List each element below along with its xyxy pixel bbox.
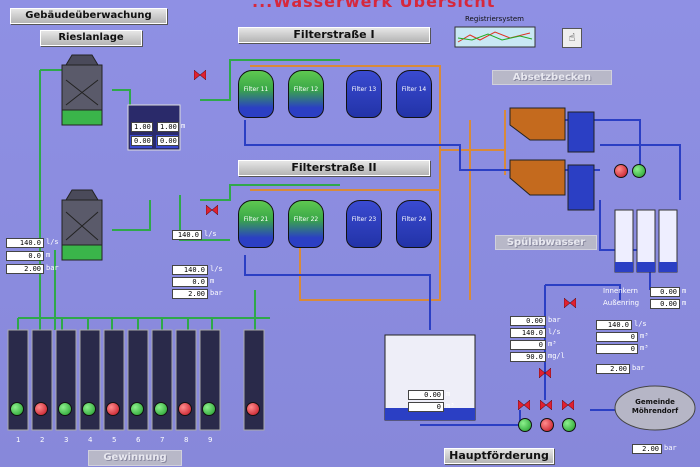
well-number: 6 — [136, 436, 141, 444]
aeration-button[interactable]: Rieslanlage — [40, 30, 142, 46]
registry-label: Registriersystem — [465, 15, 524, 23]
pump-status-lamp[interactable] — [614, 164, 628, 178]
aeration-value-3: 0.00 — [131, 135, 153, 146]
valve-icon[interactable] — [561, 395, 575, 411]
well-number: 7 — [160, 436, 165, 444]
well-number: 4 — [88, 436, 93, 444]
valve-icon[interactable] — [205, 200, 219, 216]
filter-label: Filter 24 — [401, 216, 427, 223]
filter-tank-2[interactable]: Filter 12 — [288, 70, 324, 118]
filter-label: Filter 23 — [351, 216, 377, 223]
aeration-tower-1 — [61, 54, 103, 126]
aeration-tower-2 — [61, 189, 103, 261]
pump-status-lamp[interactable] — [130, 402, 144, 416]
filter-tank-8[interactable]: Filter 24 — [396, 200, 432, 248]
pump-status-lamp[interactable] — [632, 164, 646, 178]
filter-line-2-button[interactable]: Filterstraße II — [238, 160, 430, 176]
valve-icon[interactable] — [517, 395, 531, 411]
filter-tank-5[interactable]: Filter 21 — [238, 200, 274, 248]
flush-water-button[interactable]: Spülabwasser — [495, 235, 597, 250]
pump-status-lamp[interactable] — [58, 402, 72, 416]
valve-icon[interactable] — [193, 65, 207, 81]
well-number: 5 — [112, 436, 117, 444]
well-number: 1 — [16, 436, 21, 444]
pump-status-lamp[interactable] — [10, 402, 24, 416]
aeration-value-1: 1.00 — [131, 121, 153, 132]
aeration-value-4: 0.00 — [157, 135, 179, 146]
well-number: 8 — [184, 436, 189, 444]
pump-status-lamp[interactable] — [540, 418, 554, 432]
settling-basin-2 — [509, 159, 595, 211]
filter-tank-3[interactable]: Filter 13 — [346, 70, 382, 118]
filter-tank-6[interactable]: Filter 22 — [288, 200, 324, 248]
filter-tank-7[interactable]: Filter 23 — [346, 200, 382, 248]
filter-label: Filter 21 — [243, 216, 269, 223]
extraction-button[interactable]: Gewinnung — [88, 450, 182, 466]
main-pump-button[interactable]: Hauptförderung — [444, 448, 554, 464]
pump-status-lamp[interactable] — [106, 402, 120, 416]
pump-status-lamp[interactable] — [34, 402, 48, 416]
overview-title: ...Wasserwerk Übersicht — [252, 0, 496, 11]
inner-ring-label: Innenkern — [603, 287, 638, 295]
valve-icon[interactable] — [563, 293, 577, 309]
settling-basin-button[interactable]: Absetzbecken — [492, 70, 612, 85]
filter-label: Filter 13 — [351, 86, 377, 93]
pump-status-lamp[interactable] — [82, 402, 96, 416]
filter-tank-1[interactable]: Filter 11 — [238, 70, 274, 118]
filter-tank-4[interactable]: Filter 14 — [396, 70, 432, 118]
registry-system-button[interactable] — [450, 25, 542, 49]
well-number: 3 — [64, 436, 69, 444]
well-number: 9 — [208, 436, 213, 444]
pump-status-lamp[interactable] — [562, 418, 576, 432]
municipality-label: Gemeinde Möhrendorf — [631, 398, 679, 415]
pointer-icon[interactable]: ☝ — [562, 28, 582, 48]
filter-label: Filter 14 — [401, 86, 427, 93]
pump-status-lamp[interactable] — [246, 402, 260, 416]
filter-label: Filter 22 — [293, 216, 319, 223]
building-monitor-button[interactable]: Gebäudeüberwachung — [10, 8, 167, 24]
valve-icon[interactable] — [538, 363, 552, 379]
pump-status-lamp[interactable] — [154, 402, 168, 416]
valve-icon[interactable] — [539, 395, 553, 411]
outer-ring-label: Außenring — [603, 299, 640, 307]
well-number: 2 — [40, 436, 45, 444]
settling-basin-1 — [509, 107, 595, 153]
filter-label: Filter 12 — [293, 86, 319, 93]
filter-line-1-button[interactable]: Filterstraße I — [238, 27, 430, 43]
pump-status-lamp[interactable] — [178, 402, 192, 416]
pump-status-lamp[interactable] — [518, 418, 532, 432]
filter-label: Filter 11 — [243, 86, 269, 93]
pump-status-lamp[interactable] — [202, 402, 216, 416]
